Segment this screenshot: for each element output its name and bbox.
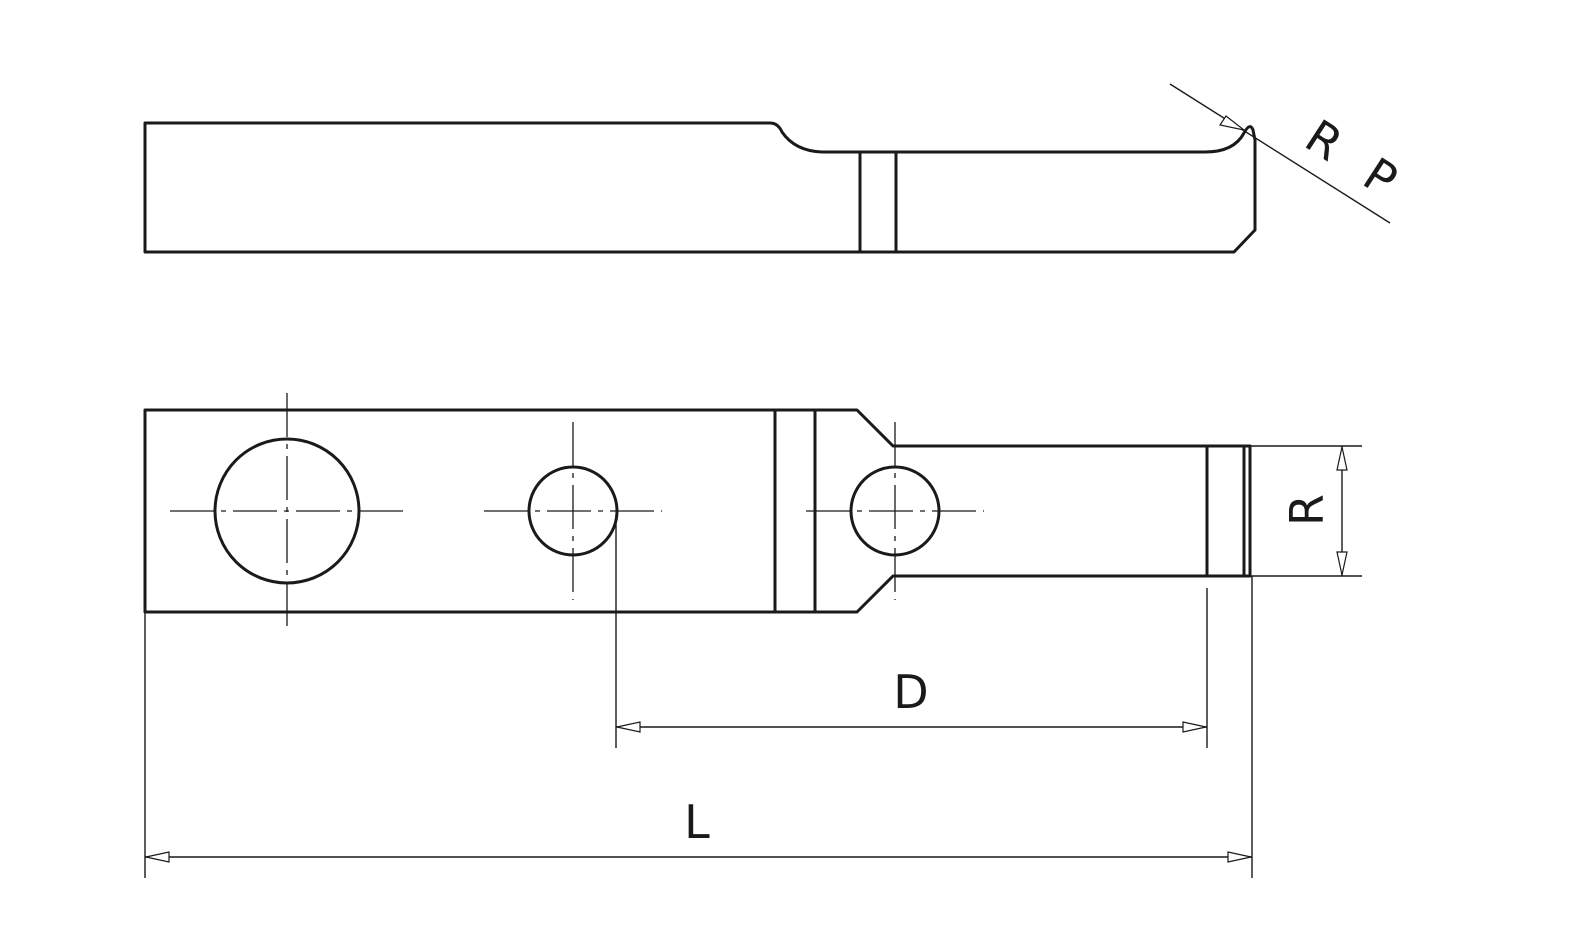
l-arrow-left xyxy=(145,851,170,863)
side-view-outline xyxy=(143,121,1257,254)
d-arrow-right xyxy=(1182,721,1207,733)
dimension-l xyxy=(144,576,1253,878)
front-view xyxy=(143,393,1252,628)
l-arrow-right xyxy=(1227,851,1252,863)
rp-leader xyxy=(1169,83,1391,224)
r-arrow-top xyxy=(1336,446,1348,471)
dimension-d xyxy=(615,515,1208,748)
r-arrow-bottom xyxy=(1336,551,1348,576)
d-label: D xyxy=(893,665,928,719)
l-label: L xyxy=(684,795,710,849)
rp-label-r: R xyxy=(1296,109,1352,172)
rp-label-p: P xyxy=(1354,147,1407,207)
dimension-r xyxy=(1250,445,1362,577)
side-view xyxy=(143,121,1257,254)
d-arrow-left xyxy=(616,721,641,733)
rp-leader-line xyxy=(1169,83,1391,224)
rp-arrowhead xyxy=(1219,115,1245,131)
r-label: R xyxy=(1280,494,1334,526)
